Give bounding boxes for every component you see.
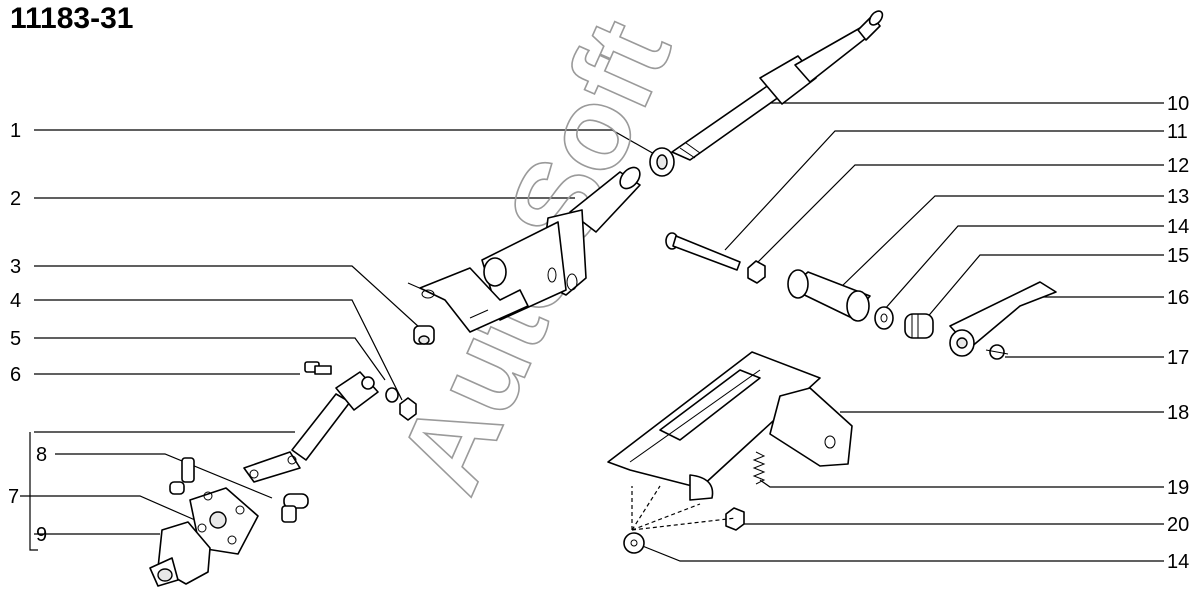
part-15-bushing xyxy=(904,313,934,339)
callout-20: 20 xyxy=(1167,514,1189,536)
part-3-spacer xyxy=(413,325,435,345)
callout-6: 6 xyxy=(10,364,21,386)
part-6-bolt xyxy=(304,361,332,375)
callout-13: 13 xyxy=(1167,186,1189,208)
part-19-spring xyxy=(752,451,766,485)
part-14-washer-lower xyxy=(623,532,645,554)
callout-5: 5 xyxy=(10,328,21,350)
callout-9: 9 xyxy=(36,524,47,546)
part-5-washer xyxy=(385,387,399,403)
part-13-sleeve xyxy=(787,269,871,322)
part-11-bolt xyxy=(665,232,741,271)
callout-2: 2 xyxy=(10,188,21,210)
callout-4: 4 xyxy=(10,290,21,312)
part-20-nut xyxy=(725,507,745,531)
diagram-title: 11183-31 xyxy=(10,2,134,35)
part-8-pins xyxy=(169,457,309,523)
part-17-clip xyxy=(985,344,1009,360)
part-1-bushing xyxy=(649,147,675,177)
callout-15: 15 xyxy=(1167,245,1189,267)
part-flange-plate xyxy=(189,487,259,555)
callout-7: 7 xyxy=(8,486,19,508)
callout-19: 19 xyxy=(1167,477,1189,499)
callout-12: 12 xyxy=(1167,155,1189,177)
callout-18: 18 xyxy=(1167,402,1189,424)
callout-3: 3 xyxy=(10,256,21,278)
callout-17: 17 xyxy=(1167,347,1189,369)
assembly-arrows xyxy=(631,485,737,531)
callout-labels: 1 2 3 4 5 6 7 8 9 10 11 12 13 14 15 16 1… xyxy=(8,93,1189,573)
part-2-column-tube xyxy=(407,166,641,333)
leader-lines xyxy=(20,102,1164,562)
callout-8: 8 xyxy=(36,444,47,466)
part-4-nut xyxy=(399,397,417,421)
part-16-lever xyxy=(949,281,1057,357)
part-9-lower-yoke xyxy=(149,521,211,587)
callout-11: 11 xyxy=(1167,121,1188,143)
callout-14-lower: 14 xyxy=(1167,551,1189,573)
part-14-washer xyxy=(874,306,894,330)
callout-16: 16 xyxy=(1167,287,1189,309)
part-10-steering-shaft xyxy=(671,10,884,161)
callout-1: 1 xyxy=(10,120,21,142)
part-18-bracket xyxy=(607,351,853,501)
part-12-nut xyxy=(747,260,766,284)
callout-14: 14 xyxy=(1167,216,1189,238)
part-7-intermediate-shaft xyxy=(243,371,379,483)
callout-10: 10 xyxy=(1167,93,1189,115)
